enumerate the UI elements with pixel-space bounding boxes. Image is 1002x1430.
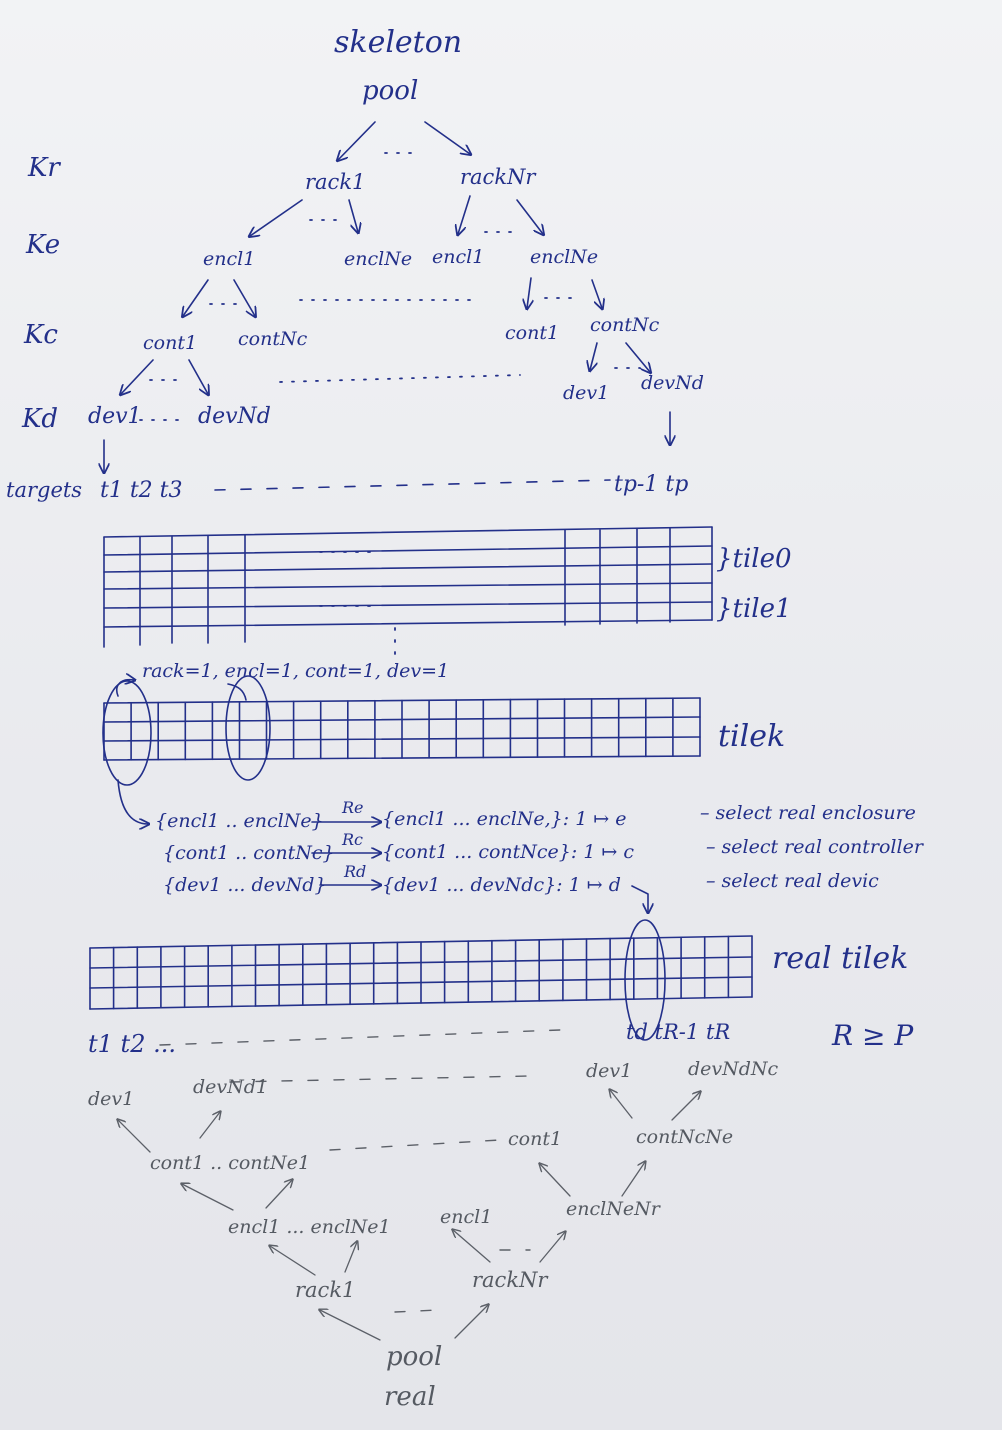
real-node-dev-1-right: dev1	[586, 1060, 633, 1082]
real-node-encl-nenr: enclNeNr	[566, 1198, 660, 1220]
real-tile-label: real tilek	[772, 941, 909, 976]
real-targets-left: t1 t2 ...	[88, 1030, 176, 1058]
map-dev-from: {dev1 ... devNd}	[163, 874, 327, 896]
map-cont-to: {cont1 ... contNce}: 1 ↦ c	[382, 841, 635, 863]
tile-1-label: }tile1	[716, 594, 792, 624]
node-encl-ne: enclNe	[344, 248, 413, 270]
map-cont-note: – select real controller	[706, 836, 923, 858]
tile-0-label: }tile0	[716, 544, 792, 574]
tile-k-annotation: rack=1, encl=1, cont=1, dev=1	[142, 660, 450, 682]
node-cont-1: cont1	[143, 332, 198, 354]
real-node-cont-1-right: cont1	[508, 1128, 563, 1150]
real-tile-grid	[89, 919, 753, 1041]
node-encl-1: encl1	[203, 248, 256, 270]
real-node-rack-nr: rackNr	[472, 1268, 548, 1292]
real-node-encl-group: encl1 ... enclNe1	[228, 1216, 391, 1238]
real-node-dev-1: dev1	[88, 1088, 135, 1110]
targets-right: tp-1 tp	[614, 472, 689, 497]
real-node-dev-nd1: devNd1	[193, 1076, 269, 1098]
relation-r-ge-p: R ≥ P	[832, 1019, 914, 1052]
tile-grid-skeleton	[103, 526, 713, 661]
node-encl-ne-right: enclNe	[530, 246, 599, 268]
node-rack-1: rack1	[305, 170, 366, 194]
node-dev-1-right: dev1	[563, 382, 610, 404]
map-dev-note: – select real devic	[706, 870, 879, 892]
map-dev-arrow-label: Rd	[344, 862, 367, 881]
node-dev-nd: devNd	[198, 404, 271, 429]
node-cont-1-right: cont1	[505, 322, 560, 344]
real-node-cont-ncne: contNcNe	[636, 1126, 734, 1148]
map-encl-from: {encl1 .. enclNe}	[155, 810, 324, 832]
map-cont-arrow-label: Rc	[342, 830, 364, 849]
node-encl-1-right: encl1	[432, 246, 485, 268]
map-encl-arrow-label: Re	[342, 798, 364, 817]
node-dev-1: dev1	[88, 404, 142, 429]
map-dev-to: {dev1 ... devNdc}: 1 ↦ d	[382, 874, 621, 896]
map-encl-note: – select real enclosure	[700, 802, 916, 824]
real-node-cont-group: cont1 .. contNe1	[150, 1152, 311, 1174]
level-label-kd: Kd	[22, 404, 59, 434]
level-label-kr: Kr	[28, 153, 60, 183]
level-label-targets: targets	[6, 478, 83, 502]
mapping-arrows	[311, 822, 648, 912]
map-encl-to: {encl1 ... enclNe,}: 1 ↦ e	[382, 808, 627, 830]
real-targets-right: td tR-1 tR	[626, 1020, 731, 1044]
tile-grid-k	[102, 676, 701, 824]
real-tree-edges	[118, 1029, 700, 1341]
targets-left: t1 t2 t3	[100, 478, 183, 503]
real-node-dev-ndnc: devNdNc	[688, 1058, 779, 1080]
skeleton-title: skeleton	[334, 25, 463, 60]
level-label-kc: Kc	[24, 320, 58, 350]
node-dev-nd-right: devNd	[641, 372, 704, 394]
skeleton-root-pool: pool	[362, 76, 419, 106]
real-root-pool: pool	[386, 1342, 443, 1372]
map-cont-from: {cont1 .. contNc}	[163, 842, 335, 864]
real-node-encl-1-right: encl1	[440, 1206, 493, 1228]
node-rack-nr: rackNr	[460, 165, 536, 189]
node-cont-nc-right: contNc	[590, 314, 660, 336]
node-cont-nc: contNc	[238, 328, 308, 350]
tile-k-label: tilek	[718, 719, 786, 754]
skeleton-tree-edges	[104, 121, 670, 491]
real-node-rack-1: rack1	[295, 1278, 356, 1302]
real-title: real	[384, 1382, 436, 1412]
level-label-ke: Ke	[26, 230, 61, 260]
